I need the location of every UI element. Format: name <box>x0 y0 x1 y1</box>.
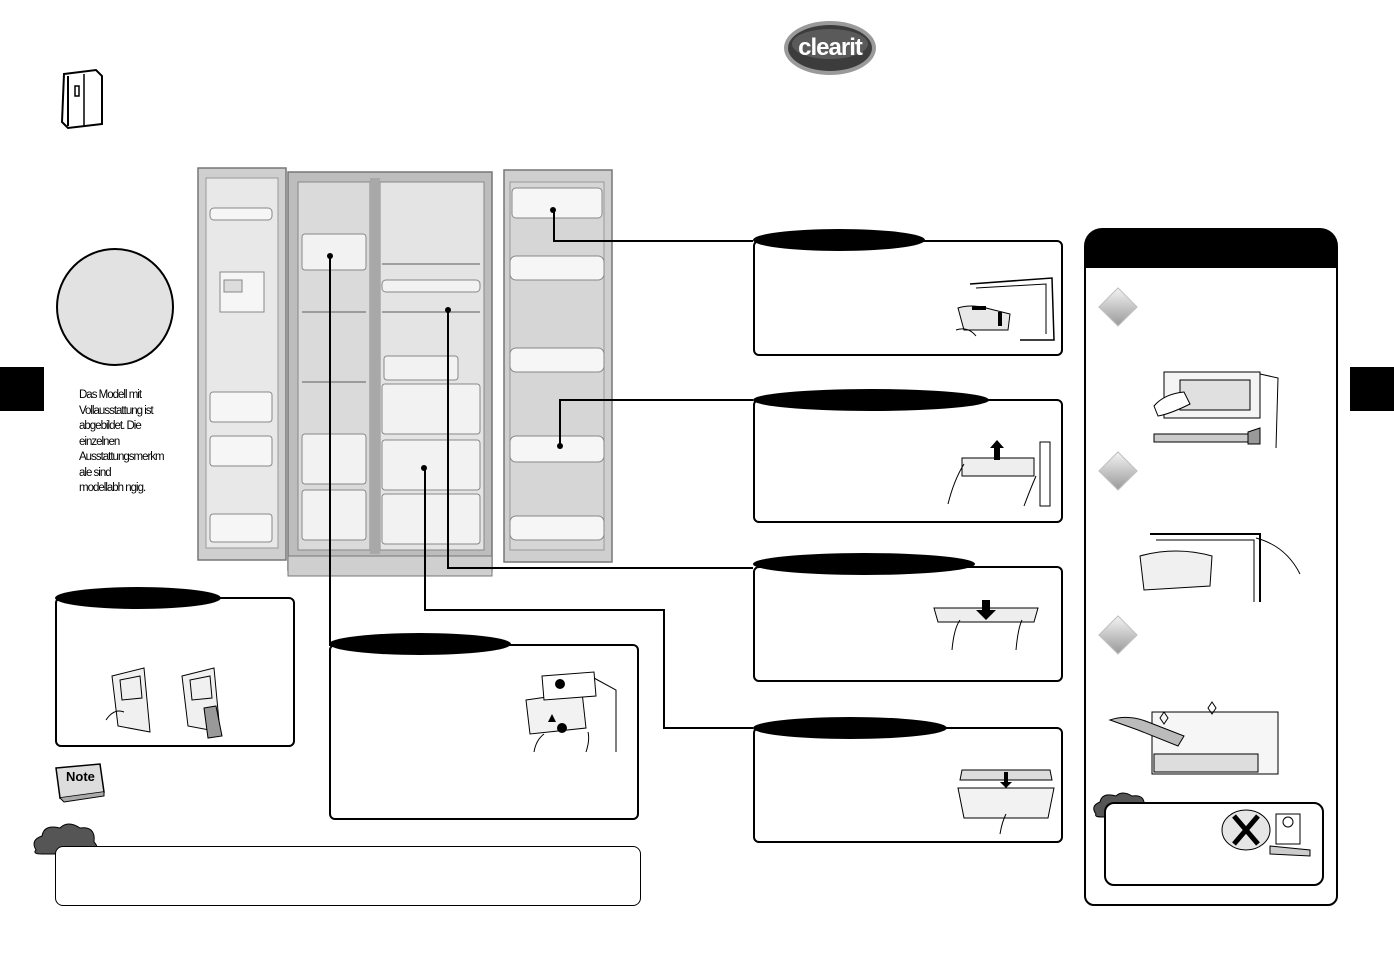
leader-line <box>424 609 664 611</box>
leader-line <box>553 209 555 241</box>
fridge-illustration <box>197 167 613 577</box>
model-note-line: modellabh ngig. <box>79 482 146 494</box>
cleaning-panel-divider <box>1086 268 1336 274</box>
door-gasket-drawing <box>1139 533 1301 602</box>
model-note-text: Das Modell mit Vollausstattung ist abgeb… <box>79 388 179 497</box>
model-note-line: einzelnen <box>79 435 120 448</box>
leader-line <box>447 310 449 568</box>
leader-line <box>559 400 561 446</box>
dispenser-drawing <box>105 667 223 739</box>
clearit-logo: clearit <box>780 18 880 78</box>
fridge-icon <box>60 68 103 130</box>
ice-bin-drawing <box>525 671 617 753</box>
logo-text: clearit <box>798 34 863 61</box>
door-bin-drawing <box>947 440 1051 507</box>
cleaning-panel-header <box>1084 228 1338 268</box>
leader-line <box>559 399 753 401</box>
callout-header-3 <box>753 553 975 575</box>
leader-line <box>329 256 331 646</box>
note-book-icon <box>55 763 105 803</box>
callout-box-4 <box>753 727 1063 843</box>
callout-header-2 <box>753 389 989 411</box>
model-note-line: Vollausstattung ist <box>79 404 154 417</box>
right-page-tab <box>1350 367 1394 411</box>
callout-header-1 <box>753 229 925 251</box>
note-label: Note <box>66 769 95 784</box>
cleaning-drain-drawing <box>1108 701 1279 775</box>
glass-shelf-drawing <box>933 600 1039 651</box>
leader-line <box>424 468 426 610</box>
callout-box-1 <box>753 240 1063 356</box>
callout-header-5 <box>55 587 221 609</box>
model-note-line: Das Modell mit <box>79 389 142 401</box>
callout-header-6 <box>329 633 511 655</box>
cleaning-interior-drawing <box>1153 371 1279 449</box>
callout-header-4 <box>753 717 947 739</box>
model-note-line: Ausstattungsmerkm <box>79 451 165 463</box>
crisper-drawer-drawing <box>957 769 1055 835</box>
callout-box-3 <box>753 566 1063 682</box>
warning-box <box>55 846 641 906</box>
leader-line <box>663 609 665 727</box>
logo-graphic <box>784 21 876 75</box>
left-page-tab <box>0 367 44 411</box>
leader-line <box>447 567 753 569</box>
model-note-line: abgebildet. Die <box>79 420 142 432</box>
shelf-removal-drawing <box>955 277 1055 341</box>
model-note-line: ale sind <box>79 466 112 479</box>
model-circle <box>56 248 174 366</box>
leader-line <box>553 240 753 242</box>
no-chemicals-drawing <box>1221 809 1311 857</box>
leader-line <box>663 727 753 729</box>
